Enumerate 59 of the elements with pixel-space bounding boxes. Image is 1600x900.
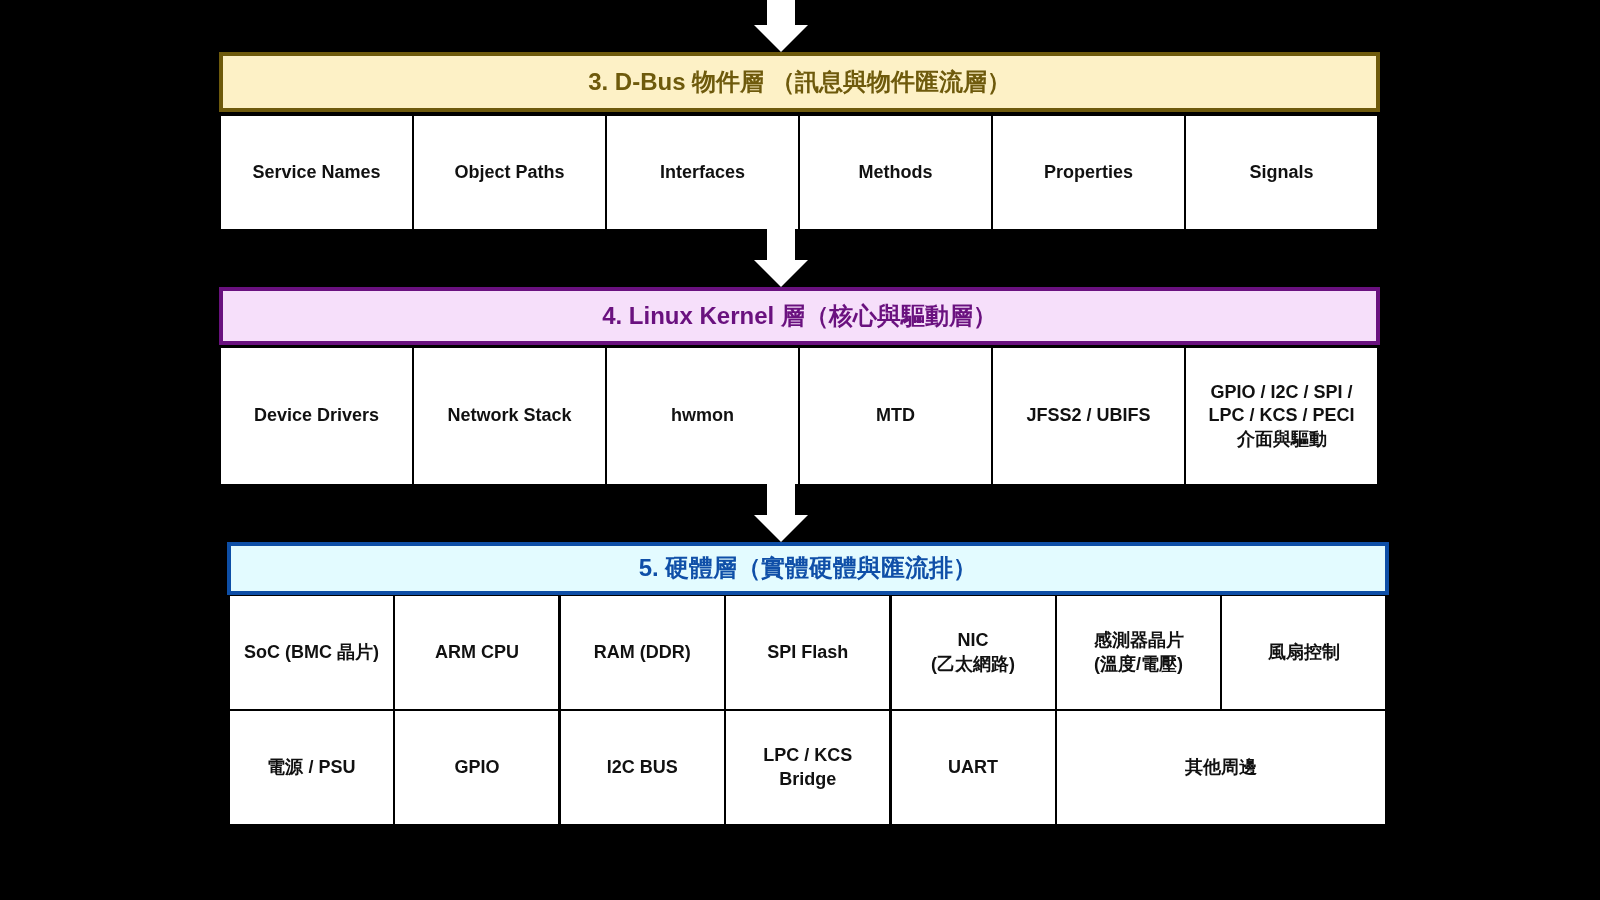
layer-title: 4. Linux Kernel 層（核心與驅動層） [602,301,997,331]
component-cell [414,116,605,229]
component-label: Object Paths [454,160,565,184]
component-cell [230,596,393,709]
component-label: NIC (乙太網路) [930,629,1017,676]
component-cell [395,596,559,709]
component-label: Network Stack [447,404,572,428]
component-cell [607,116,798,229]
component-label: SPI Flash [767,640,849,664]
component-label: Signals [1249,160,1314,184]
layer-header [219,287,1380,345]
component-label: SoC (BMC 晶片) [244,640,379,664]
component-label: Properties [1043,160,1133,184]
component-label: RAM (DDR) [593,640,691,664]
layer-header [219,52,1380,112]
component-cell [221,348,412,484]
component-cell [726,711,890,824]
component-cell [607,348,798,484]
component-cell [891,596,1055,709]
component-cell [395,711,559,824]
component-cell [993,348,1184,484]
component-label: Methods [858,160,933,184]
component-cell [1186,116,1377,229]
component-cell [891,711,1055,824]
component-cell [1057,596,1220,709]
component-cell [1222,596,1386,709]
component-label: GPIO [454,755,500,779]
component-cell [560,596,724,709]
component-label: UART [948,755,999,779]
component-label: ARM CPU [434,640,519,664]
component-label: 風扇控制 [1267,640,1340,664]
component-label: GPIO / I2C / SPI / LPC / KCS / PECI 介面與驅動 [1207,380,1356,451]
component-cell [1186,348,1377,484]
component-cell [800,348,991,484]
component-cell [726,596,890,709]
layer-title: 5. 硬體層（實體硬體與匯流排） [638,554,978,583]
component-cell [230,711,393,824]
component-cell [1057,711,1386,824]
component-cell [414,348,605,484]
component-label: 其他周邊 [1185,755,1258,779]
component-label: I2C BUS [606,755,678,779]
component-cell [560,711,724,824]
layer-title: 3. D-Bus 物件層 （訊息與物件匯流層） [588,67,1011,97]
component-label: MTD [876,404,915,428]
layer-header [227,542,1389,595]
component-label: LPC / KCS Bridge [762,744,854,791]
component-label: 電源 / PSU [267,755,356,779]
component-cell [993,116,1184,229]
component-label: Service Names [252,160,381,184]
component-label: 感測器晶片(溫度/電壓) [1092,629,1185,676]
component-label: Interfaces [659,160,745,184]
component-label: JFSS2 / UBIFS [1026,404,1151,428]
component-cell [221,116,412,229]
arrow [754,0,808,52]
component-label: Device Drivers [253,404,380,428]
arrow [754,484,808,542]
component-cell [800,116,991,229]
arrow [754,229,808,287]
component-label: hwmon [671,404,734,428]
